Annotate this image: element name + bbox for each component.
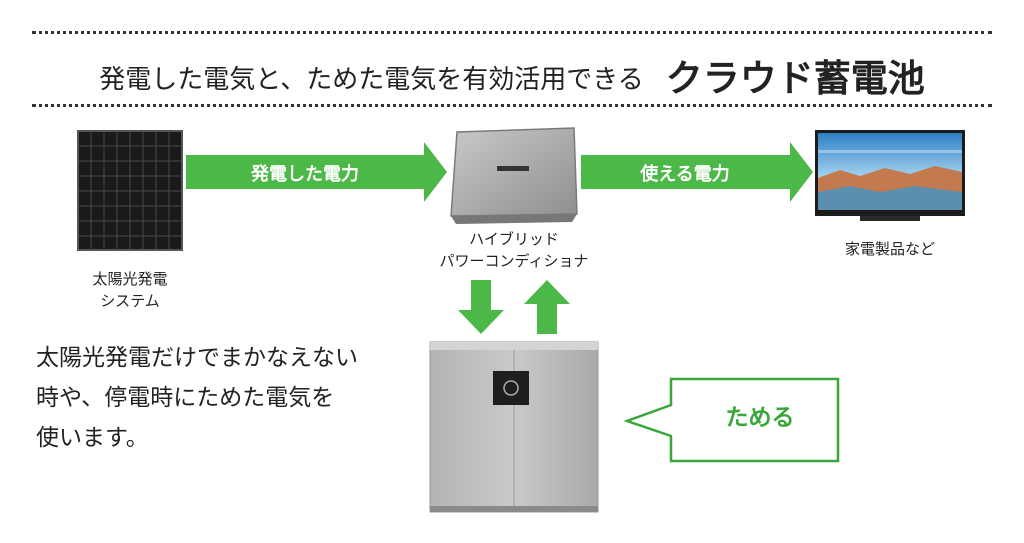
solar-panel-icon [77,130,183,251]
discharge-up-arrow [524,280,570,334]
solar-label-line2: システム [100,292,160,310]
usable-power-arrow [581,142,813,202]
appliance-label: 家電製品など [844,240,935,258]
charge-down-arrow [458,280,504,334]
generated-power-label: 発電した電力 [251,164,359,185]
solar-label-line1: 太陽光発電 [92,270,168,288]
store-callout-text: ためる [725,405,795,431]
solar-label: 太陽光発電 システム [60,268,200,312]
pcs-label-line1: ハイブリッド [469,230,559,248]
power-conditioner-icon [450,127,578,224]
description-line2: 時や、停電時にためた電気を [36,385,335,411]
bottom-dotted-rule [32,104,992,107]
description-text: 太陽光発電だけでまかなえない 時や、停電時にためた電気を 使います。 [36,338,416,458]
pcs-label-line2: パワーコンディショナ [439,252,589,270]
generated-power-arrow [186,142,447,202]
top-dotted-rule [32,31,992,34]
usable-power-label: 使える電力 [640,164,730,185]
title-subtitle: 発電した電気と、ためた電気を有効活用できる [99,65,644,95]
tv-icon [815,130,965,221]
store-callout-bubble [623,377,840,463]
storage-battery-icon [429,341,599,513]
pcs-label: ハイブリッド パワーコンディショナ [414,228,614,272]
description-line1: 太陽光発電だけでまかなえない [36,345,358,371]
description-line3: 使います。 [36,425,149,451]
title-main: クラウド蓄電池 [665,56,925,100]
page-title: 発電した電気と、ためた電気を有効活用できるクラウド蓄電池 [0,48,1024,102]
